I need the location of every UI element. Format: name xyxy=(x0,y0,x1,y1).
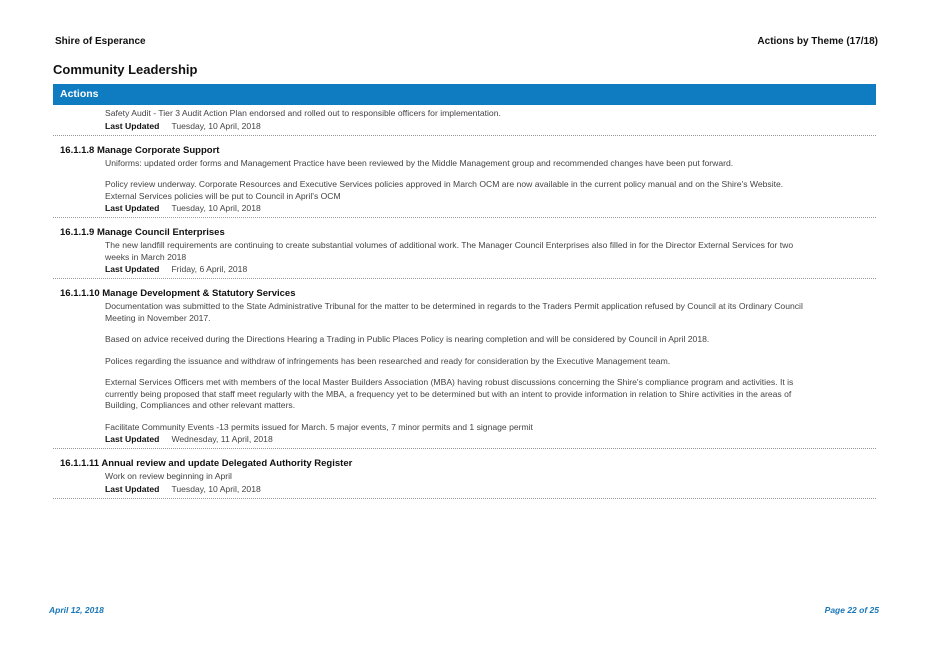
footer-date: April 12, 2018 xyxy=(49,605,104,615)
action-comment: The new landfill requirements are contin… xyxy=(105,240,794,262)
last-updated-date: Tuesday, 10 April, 2018 xyxy=(171,483,261,494)
last-updated-label: Last Updated xyxy=(105,483,160,494)
last-updated-label: Last Updated xyxy=(105,203,160,213)
organisation-name: Shire of Esperance xyxy=(55,36,146,47)
last-updated-date: Tuesday, 10 April, 2018 xyxy=(171,120,261,131)
actions-header-bar: Actions xyxy=(53,84,876,105)
action-title: 16.1.1.10 Manage Development & Statutory… xyxy=(60,288,296,299)
page-number: Page 22 of 25 xyxy=(824,605,879,615)
last-updated-date: Friday, 6 April, 2018 xyxy=(171,264,248,274)
action-title: 16.1.1.11 Annual review and update Deleg… xyxy=(60,458,353,469)
action-title: 16.1.1.8 Manage Corporate Support xyxy=(60,144,220,156)
action-item: 16.1.1.11 Annual review and update Deleg… xyxy=(53,458,876,499)
last-updated-label: Last Updated xyxy=(105,434,160,444)
action-comment: Facilitate Community Events -13 permits … xyxy=(105,421,533,432)
last-updated: Last Updated Wednesday, 11 April, 2018 xyxy=(105,434,876,444)
last-updated: Last Updated Friday, 6 April, 2018 xyxy=(105,264,876,274)
action-title: 16.1.1.9 Manage Council Enterprises xyxy=(60,227,225,238)
action-comment: Work on review beginning in April xyxy=(105,471,232,481)
action-comment: Uniforms: updated order forms and Manage… xyxy=(105,157,734,168)
action-comment: Policy review underway. Corporate Resour… xyxy=(105,179,784,201)
last-updated-date: Wednesday, 11 April, 2018 xyxy=(171,434,273,444)
action-item: 16.1.1.9 Manage Council Enterprises The … xyxy=(53,227,876,279)
action-comment: External Services Officers met with memb… xyxy=(105,377,794,410)
last-updated-label: Last Updated xyxy=(105,264,160,274)
action-comment: Based on advice received during the Dire… xyxy=(105,334,710,344)
last-updated-label: Last Updated xyxy=(105,120,160,131)
action-item: 16.1.1.8 Manage Corporate Support Unifor… xyxy=(53,144,876,218)
action-comment: Safety Audit - Tier 3 Audit Action Plan … xyxy=(105,108,501,118)
last-updated-date: Tuesday, 10 April, 2018 xyxy=(171,203,261,213)
last-updated: Last Updated Tuesday, 10 April, 2018 xyxy=(105,484,876,494)
report-title: Actions by Theme (17/18) xyxy=(757,36,878,47)
actions-list: Safety Audit - Tier 3 Audit Action Plan … xyxy=(53,108,876,508)
action-item: 16.1.1.10 Manage Development & Statutory… xyxy=(53,288,876,449)
action-comment: Polices regarding the issuance and withd… xyxy=(105,355,671,366)
action-item: Safety Audit - Tier 3 Audit Action Plan … xyxy=(53,108,876,136)
last-updated: Last Updated Tuesday, 10 April, 2018 xyxy=(105,121,876,131)
action-comment: Documentation was submitted to the State… xyxy=(105,301,803,323)
section-title: Community Leadership xyxy=(53,62,198,77)
last-updated: Last Updated Tuesday, 10 April, 2018 xyxy=(105,203,876,213)
